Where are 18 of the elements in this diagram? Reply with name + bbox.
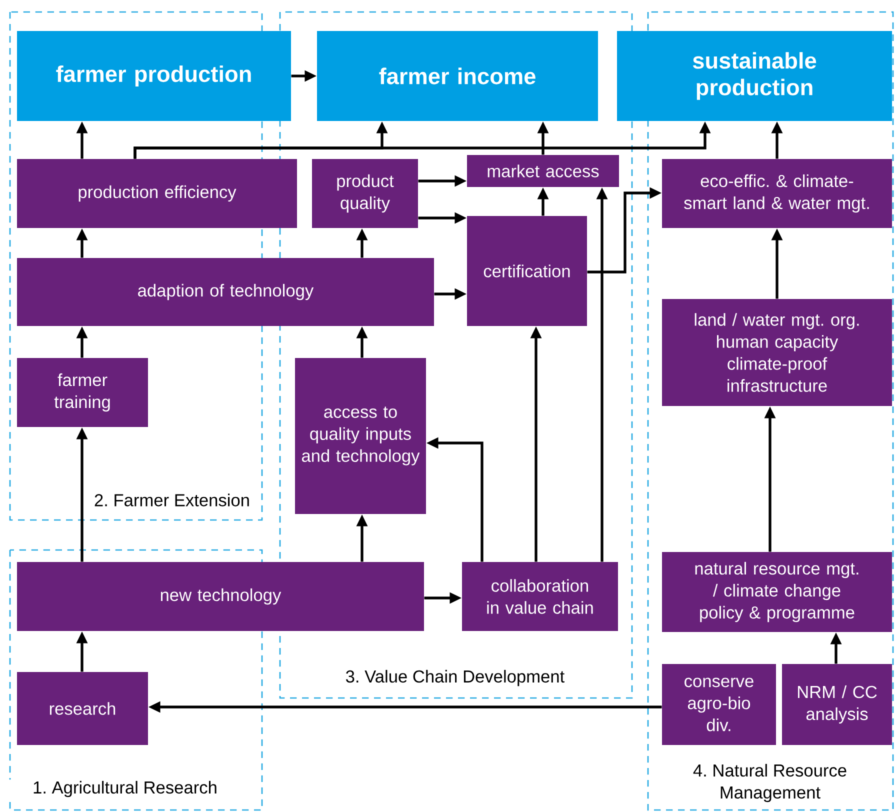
activity-box: conserve agro-bio div. <box>662 664 776 745</box>
activity-box: NRM / CC analysis <box>782 664 892 745</box>
activity-box: access to quality inputs and technology <box>295 358 426 514</box>
outcome-box: farmer production <box>17 31 291 121</box>
activity-box: collaboration in value chain <box>462 562 618 631</box>
outcome-box: farmer income <box>317 31 598 121</box>
activity-box: research <box>17 672 148 745</box>
activity-box: natural resource mgt. / climate change policy & programme <box>662 552 892 632</box>
activity-box: product quality <box>312 159 418 228</box>
activity-box: certification <box>467 216 587 326</box>
activity-box: market access <box>467 155 619 187</box>
activity-box: adaption of technology <box>17 258 434 326</box>
activity-box: eco-effic. & climate-smart land & water mgt. <box>662 159 892 228</box>
activity-box: new technology <box>17 562 424 631</box>
activity-box: farmer training <box>17 358 148 427</box>
activity-box: land / water mgt. org. human capacity climate-proof infrastructure <box>662 299 892 406</box>
activity-box: production efficiency <box>17 159 297 228</box>
outcome-box: sustainable production <box>617 31 892 121</box>
